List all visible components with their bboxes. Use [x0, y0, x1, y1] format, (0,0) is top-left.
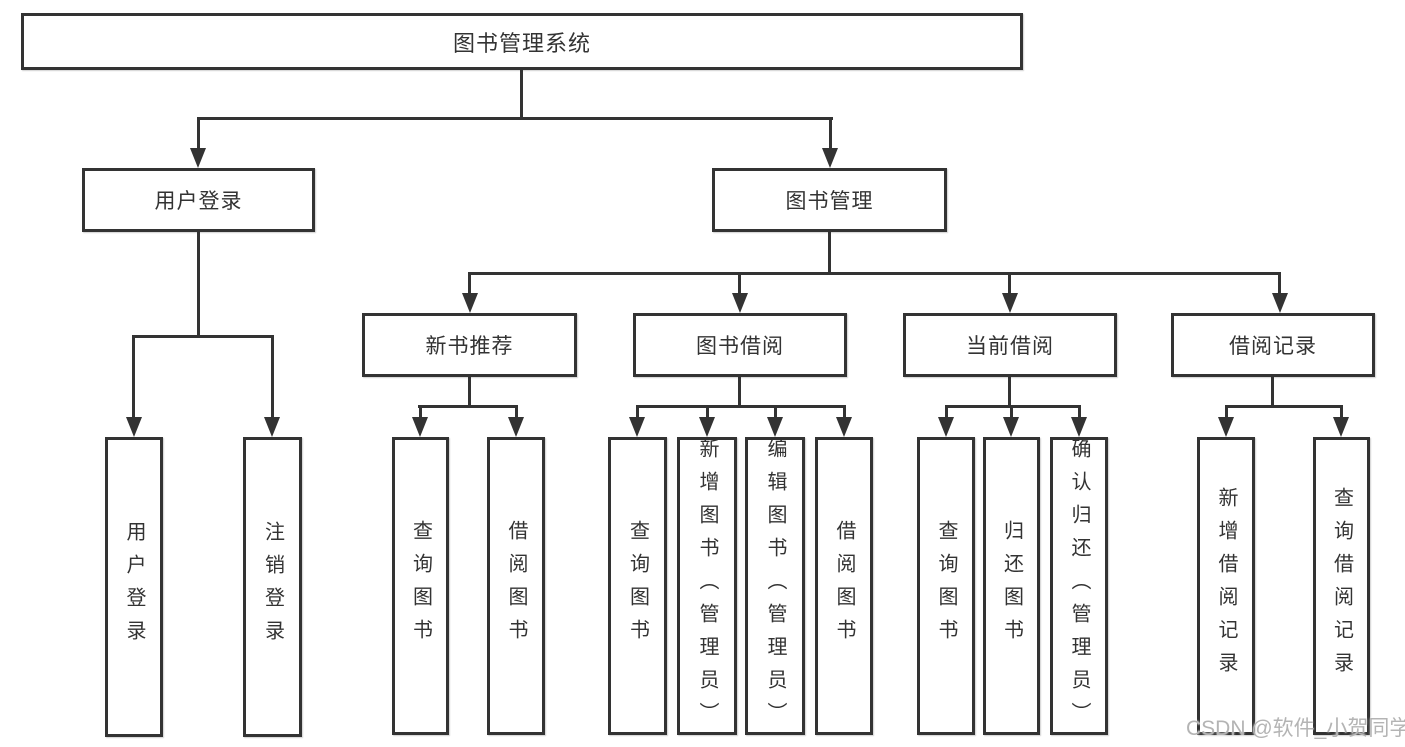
- node-label: 图书管理: [785, 190, 874, 213]
- connector-hline: [468, 272, 1281, 275]
- connector-vline: [636, 405, 639, 417]
- connector-hline: [132, 335, 274, 338]
- node-root-library-management-system: 图书管理系统: [21, 13, 1023, 70]
- arrow-down-icon: [699, 417, 715, 437]
- connector-vline: [520, 70, 523, 118]
- leaf-borrow-books-recommend: 借阅图书: [487, 437, 545, 735]
- arrow-down-icon: [190, 148, 206, 168]
- connector-vline: [132, 335, 135, 417]
- arrow-down-icon: [1003, 417, 1019, 437]
- arrow-down-icon: [1071, 417, 1087, 437]
- connector-vline: [1278, 272, 1281, 295]
- connector-vline: [843, 405, 846, 417]
- connector-vline: [1340, 405, 1343, 417]
- leaf-query-books-current: 查询图书: [917, 437, 975, 735]
- connector-vline: [1271, 377, 1274, 406]
- arrow-down-icon: [264, 417, 280, 437]
- node-user-login: 用户登录: [82, 168, 315, 232]
- arrow-down-icon: [126, 417, 142, 437]
- connector-vline: [738, 377, 741, 406]
- arrow-down-icon: [938, 417, 954, 437]
- arrow-down-icon: [508, 417, 524, 437]
- leaf-confirm-return-admin: 确认归还（管理员）: [1050, 437, 1108, 735]
- node-label: 新增图书（管理员）: [696, 437, 718, 735]
- arrow-down-icon: [822, 148, 838, 168]
- connector-hline: [945, 405, 1081, 408]
- node-label: 图书管理系统: [452, 30, 591, 56]
- node-label: 确认归还（管理员）: [1068, 437, 1090, 735]
- node-label: 用户登录: [154, 190, 243, 213]
- node-label: 注销登录: [261, 521, 284, 653]
- arrow-down-icon: [1333, 417, 1349, 437]
- node-label: 借阅记录: [1229, 335, 1317, 358]
- leaf-return-books: 归还图书: [983, 437, 1040, 735]
- arrow-down-icon: [836, 417, 852, 437]
- connector-vline: [1010, 405, 1013, 417]
- leaf-query-books-borrowing: 查询图书: [608, 437, 667, 735]
- connector-vline: [738, 272, 741, 295]
- leaf-borrow-books: 借阅图书: [815, 437, 873, 735]
- node-book-borrowing: 图书借阅: [633, 313, 847, 377]
- connector-vline: [271, 335, 274, 417]
- connector-vline: [468, 377, 471, 406]
- leaf-user-login: 用户登录: [105, 437, 163, 737]
- node-label: 归还图书: [1000, 520, 1023, 652]
- leaf-add-books-admin: 新增图书（管理员）: [677, 437, 737, 735]
- node-label: 查询图书: [626, 520, 649, 652]
- arrow-down-icon: [412, 417, 428, 437]
- connector-vline: [706, 405, 709, 417]
- arrow-down-icon: [1002, 293, 1018, 313]
- node-label: 新增借阅记录: [1215, 487, 1237, 685]
- connector-vline: [1078, 405, 1081, 417]
- node-label: 用户登录: [123, 521, 145, 653]
- node-label: 查询图书: [935, 520, 957, 652]
- connector-hline: [1225, 405, 1342, 408]
- arrow-down-icon: [732, 293, 748, 313]
- connector-vline: [1225, 405, 1228, 417]
- leaf-query-books-recommend: 查询图书: [392, 437, 449, 735]
- leaf-query-borrow-record: 查询借阅记录: [1313, 437, 1370, 735]
- connector-vline: [829, 117, 832, 148]
- connector-hline: [197, 117, 833, 120]
- csdn-watermark: CSDN @软件_小贺同学: [1186, 717, 1405, 740]
- connector-vline: [1008, 272, 1011, 295]
- leaf-add-borrow-record: 新增借阅记录: [1197, 437, 1255, 735]
- connector-vline: [828, 232, 831, 273]
- node-label: 查询图书: [409, 520, 432, 652]
- leaf-logout: 注销登录: [243, 437, 302, 737]
- connector-hline: [636, 405, 846, 408]
- arrow-down-icon: [1218, 417, 1234, 437]
- node-label: 借阅图书: [833, 520, 855, 652]
- node-label: 借阅图书: [505, 520, 527, 652]
- arrow-down-icon: [629, 417, 645, 437]
- node-book-management: 图书管理: [712, 168, 947, 232]
- node-label: 查询借阅记录: [1330, 487, 1353, 685]
- connector-vline: [774, 405, 777, 417]
- leaf-edit-books-admin: 编辑图书（管理员）: [745, 437, 805, 735]
- node-borrowing-records: 借阅记录: [1171, 313, 1375, 377]
- node-label: 新书推荐: [425, 335, 514, 358]
- connector-vline: [197, 232, 200, 336]
- node-current-borrowing: 当前借阅: [903, 313, 1117, 377]
- connector-vline: [945, 405, 948, 417]
- connector-vline: [197, 117, 200, 148]
- node-label: 图书借阅: [696, 335, 784, 358]
- connector-vline: [419, 405, 422, 417]
- connector-vline: [1008, 377, 1011, 406]
- arrow-down-icon: [767, 417, 783, 437]
- connector-vline: [515, 405, 518, 417]
- arrow-down-icon: [462, 293, 478, 313]
- connector-hline: [418, 405, 518, 408]
- arrow-down-icon: [1272, 293, 1288, 313]
- node-label: 当前借阅: [966, 335, 1054, 358]
- node-label: 编辑图书（管理员）: [764, 437, 786, 735]
- connector-vline: [468, 272, 471, 295]
- node-new-book-recommendation: 新书推荐: [362, 313, 577, 377]
